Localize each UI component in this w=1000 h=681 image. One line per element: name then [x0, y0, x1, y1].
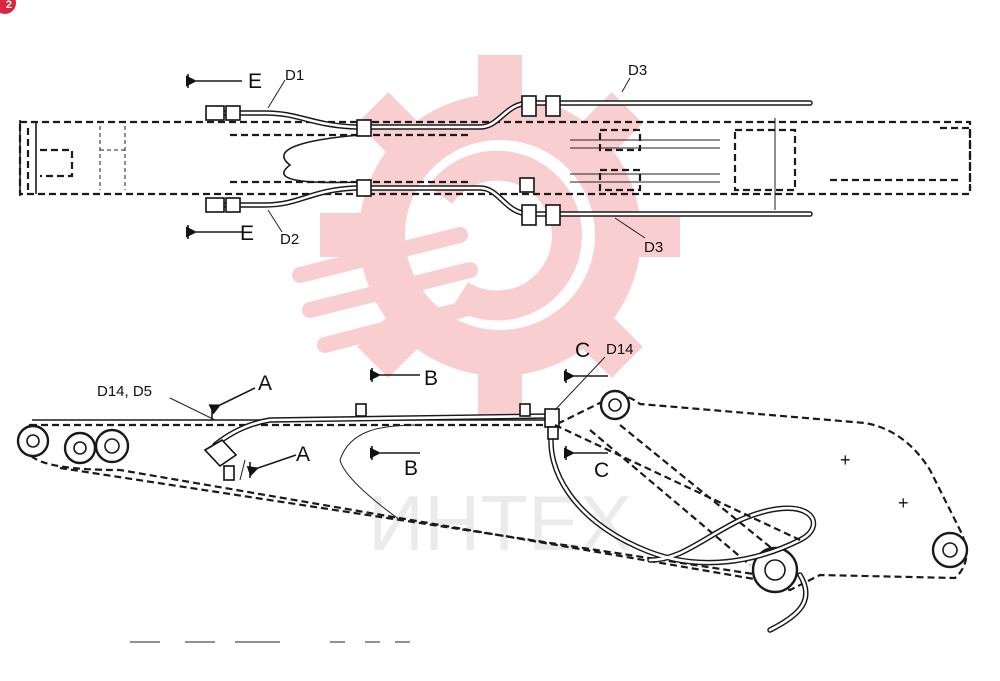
label-d1: D1: [285, 67, 304, 84]
label-a-lower: A: [296, 443, 310, 466]
label-c-upper: C: [575, 339, 590, 362]
boom-outline-side: [28, 394, 968, 592]
side-view: + +: [16, 356, 969, 643]
svg-text:+: +: [840, 450, 851, 470]
watermark-logo: ИНТЕХ: [292, 55, 680, 567]
label-e-upper: E: [248, 70, 262, 93]
label-d14: D14: [606, 341, 634, 358]
watermark-text: ИНТЕХ: [368, 479, 632, 567]
label-c-lower: C: [594, 459, 609, 482]
label-d3-lower: D3: [644, 239, 663, 256]
label-b-upper: B: [424, 367, 438, 390]
page-badge: 2: [0, 0, 16, 14]
label-d3-upper: D3: [628, 62, 647, 79]
label-a-upper: A: [258, 372, 272, 395]
label-d14-d5: D14, D5: [97, 383, 152, 400]
label-b-lower: B: [404, 457, 418, 480]
label-e-lower: E: [240, 222, 254, 245]
top-view: [18, 74, 972, 239]
page-badge-number: 2: [5, 0, 12, 11]
label-d2: D2: [280, 231, 299, 248]
svg-text:+: +: [898, 493, 909, 513]
